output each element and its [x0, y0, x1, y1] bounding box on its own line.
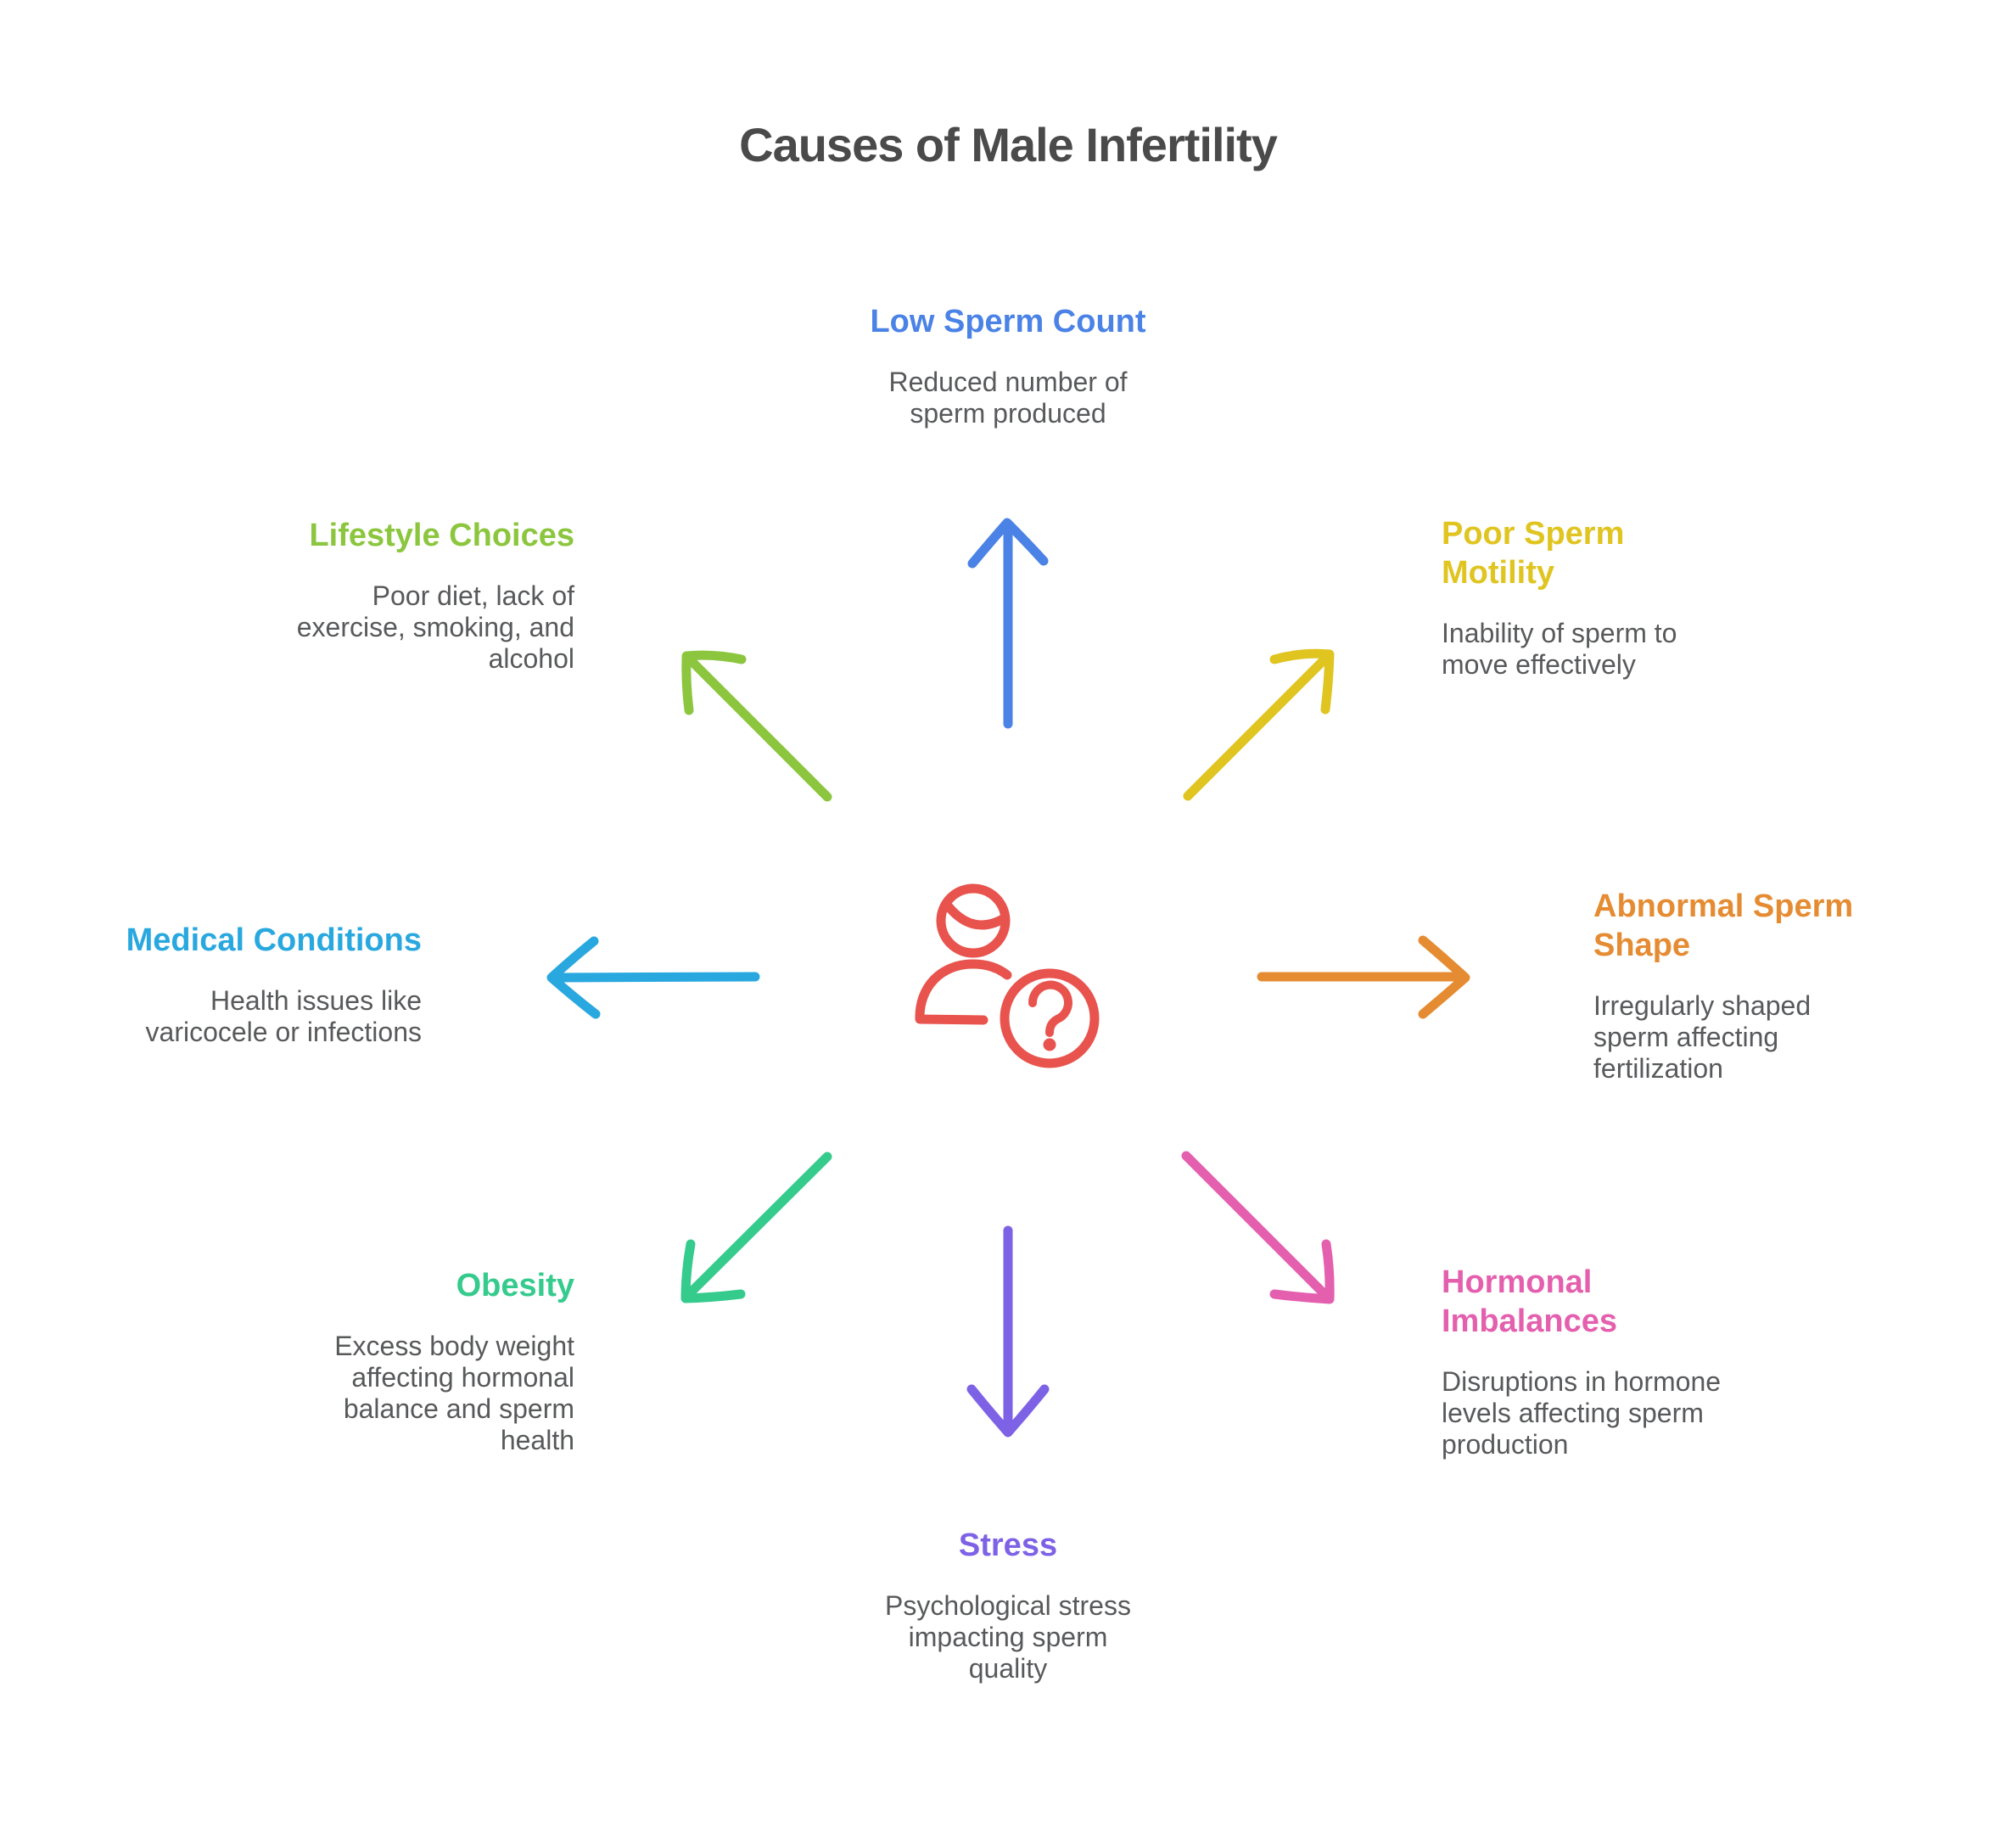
node-title: Stress — [958, 1528, 1058, 1563]
node-description: Psychological stress impacting sperm qua… — [885, 1590, 1131, 1684]
down-arrow — [966, 1225, 1050, 1438]
node-description: Inability of sperm to move effectively — [1442, 618, 1677, 680]
node-description: Irregularly shaped sperm affecting ferti… — [1593, 990, 1812, 1084]
person-question-icon — [915, 883, 1100, 1068]
left-arrow — [546, 936, 760, 1019]
question-mark — [1028, 980, 1072, 1037]
node-title: Poor Sperm Motility — [1442, 516, 1625, 591]
node-medical-conditions: Medical Conditions Health issues like va… — [82, 921, 422, 1048]
person-hair — [942, 900, 1008, 930]
node-title: Hormonal Imbalances — [1442, 1264, 1617, 1339]
node-description: Poor diet, lack of exercise, smoking, an… — [296, 580, 574, 674]
up-left-arrow — [681, 650, 832, 802]
node-obesity: Obesity Excess body weight affecting hor… — [235, 1266, 574, 1456]
question-dot — [1043, 1038, 1056, 1051]
up-arrow — [967, 518, 1049, 729]
node-low-sperm-count: Low Sperm Count Reduced number of sperm … — [796, 302, 1220, 429]
node-lifestyle-choices: Lifestyle Choices Poor diet, lack of exe… — [235, 516, 574, 675]
page-title: Causes of Male Infertility — [739, 118, 1278, 171]
up-right-arrow — [1183, 648, 1335, 801]
node-description: Disruptions in hormone levels affecting … — [1442, 1366, 1722, 1460]
node-description: Health issues like varicocele or infecti… — [145, 985, 422, 1047]
node-description: Excess body weight affecting hormonal ba… — [334, 1331, 574, 1455]
person-body — [915, 959, 1012, 1025]
down-right-arrow — [1181, 1151, 1335, 1304]
down-left-arrow — [680, 1152, 832, 1303]
node-stress: Stress Psychological stress impacting sp… — [796, 1526, 1220, 1684]
question-circle — [1000, 968, 1100, 1068]
node-title: Abnormal Sperm Shape — [1593, 888, 1854, 963]
node-title: Obesity — [456, 1268, 574, 1303]
node-title: Medical Conditions — [126, 922, 422, 958]
node-title: Low Sperm Count — [870, 304, 1146, 339]
node-poor-sperm-motility: Poor Sperm Motility Inability of sperm t… — [1442, 514, 1747, 681]
node-abnormal-sperm-shape: Abnormal Sperm Shape Irregularly shaped … — [1593, 887, 1882, 1085]
node-hormonal-imbalances: Hormonal Imbalances Disruptions in hormo… — [1442, 1263, 1747, 1460]
node-description: Reduced number of sperm produced — [888, 367, 1128, 429]
node-title: Lifestyle Choices — [309, 518, 574, 553]
right-arrow — [1257, 935, 1470, 1019]
